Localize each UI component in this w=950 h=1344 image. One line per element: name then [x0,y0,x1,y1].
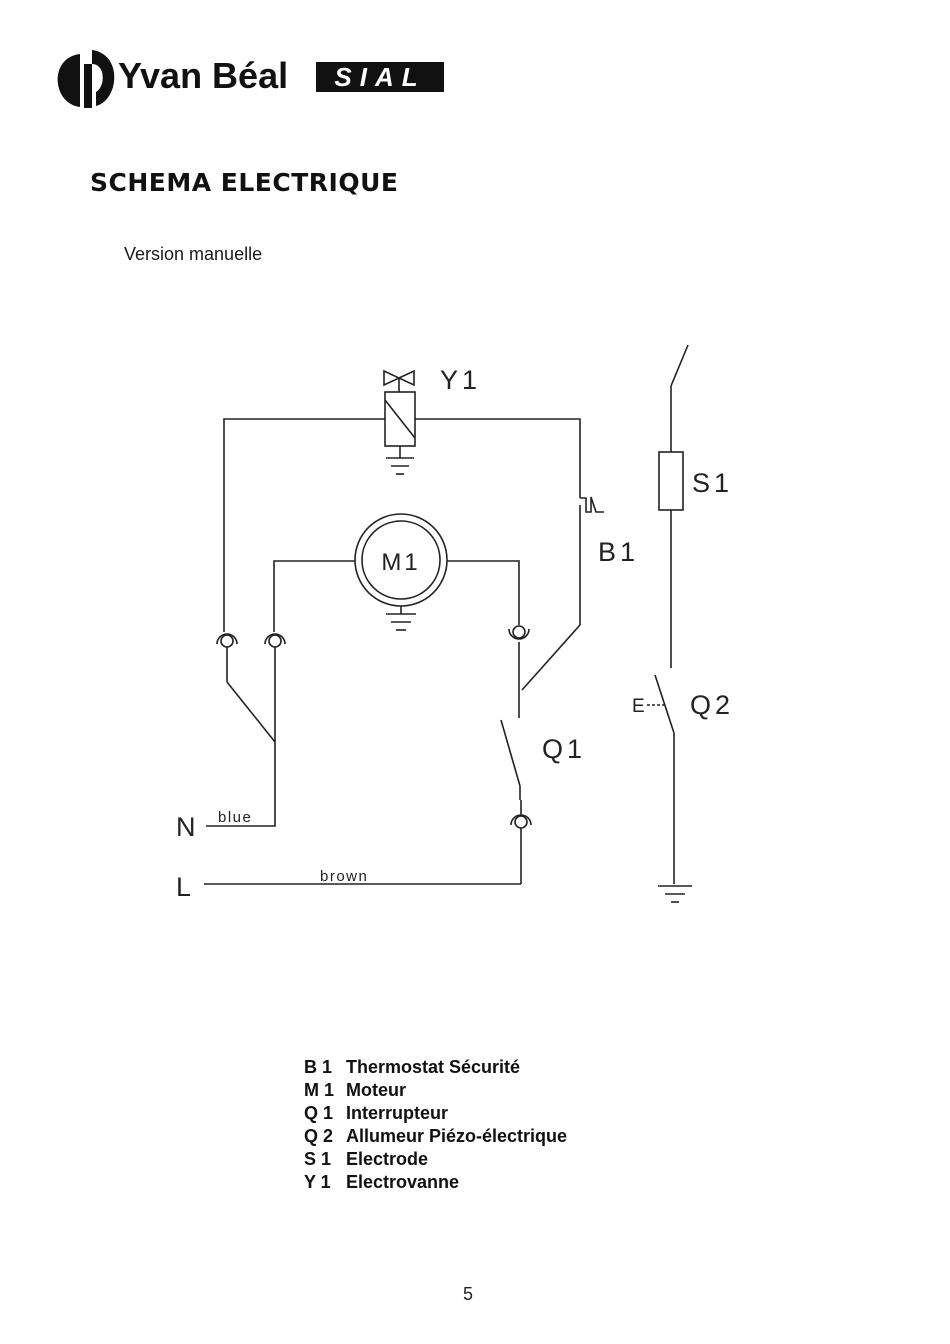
label-n: N [176,812,196,842]
label-y1: Y1 [440,365,481,395]
legend-code: Q 2 [304,1125,346,1148]
switch-q1 [501,720,520,786]
label-q1: Q1 [542,734,586,764]
legend-label: Moteur [346,1080,406,1100]
ignitor-q2 [647,675,674,884]
legend-label: Allumeur Piézo-électrique [346,1126,567,1146]
label-b1: B1 [598,537,639,567]
ground-icon [658,886,692,902]
wire [415,419,580,498]
label-s1: S1 [692,468,733,498]
connector-icon [511,800,531,884]
legend-label: Thermostat Sécurité [346,1057,520,1077]
legend-code: B 1 [304,1056,346,1079]
wire [274,561,355,632]
page-number: 5 [463,1284,473,1305]
legend-code: Q 1 [304,1102,346,1125]
connector-icon [217,634,237,682]
thermostat-b1 [522,497,604,690]
wire [447,561,519,625]
legend-label: Electrovanne [346,1172,459,1192]
wire [224,419,385,632]
connector-icon [265,634,285,742]
label-brown: brown [320,868,368,885]
legend-code: S 1 [304,1148,346,1171]
solenoid-valve-y1 [384,371,415,474]
connector-icon [509,626,529,718]
label-l: L [176,872,191,902]
label-q2: Q2 [690,690,734,720]
label-blue: blue [218,809,252,826]
legend-code: M 1 [304,1079,346,1102]
label-e: E [632,696,645,717]
legend-label: Electrode [346,1149,428,1169]
legend-code: Y 1 [304,1171,346,1194]
label-m1: M1 [381,549,420,576]
wire [227,682,275,742]
electrode-s1 [659,345,688,668]
legend-label: Interrupteur [346,1103,448,1123]
